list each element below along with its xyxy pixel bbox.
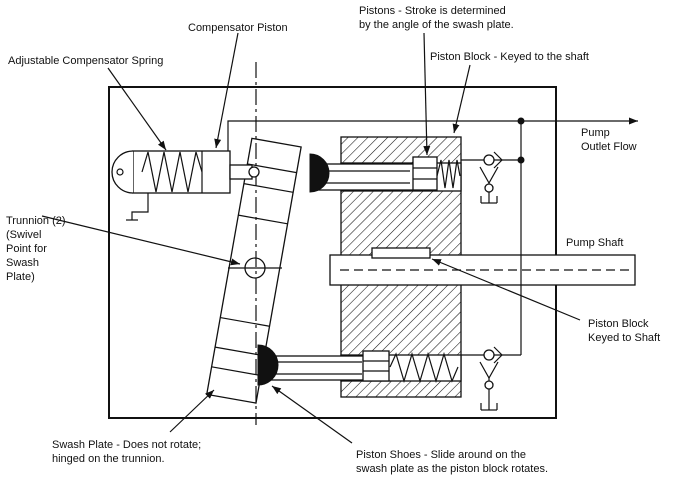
label-trunnion-line3: Point for <box>6 243 47 255</box>
leader-block-keyed <box>431 258 581 321</box>
label-trunnion-line2: (Swivel <box>6 229 41 241</box>
lower-check-valves <box>479 346 503 411</box>
leader-spring <box>107 67 167 151</box>
upper-piston-spring <box>436 159 461 189</box>
compensator <box>111 150 260 221</box>
label-pistons-line1: Pistons - Stroke is determined <box>359 5 506 17</box>
lower-piston-shoe <box>257 344 279 386</box>
pump-housing <box>108 86 557 419</box>
leader-swash-plate <box>169 389 215 433</box>
label-swash-line2: hinged on the trunnion. <box>52 453 165 465</box>
label-pump-shaft: Pump Shaft <box>566 237 623 249</box>
leader-piston-block <box>452 64 471 134</box>
leader-compensator-piston <box>214 32 239 149</box>
label-pump-outlet-line1: Pump <box>581 127 610 139</box>
label-block-keyed-line1: Piston Block <box>588 318 649 330</box>
shaft-key <box>371 247 431 259</box>
label-piston-block: Piston Block - Keyed to the shaft <box>430 51 589 63</box>
lower-piston <box>267 350 459 384</box>
label-pump-outlet-line2: Outlet Flow <box>581 141 637 153</box>
label-trunnion-line5: Plate) <box>6 271 35 283</box>
compensator-drain <box>131 193 149 220</box>
label-spring: Adjustable Compensator Spring <box>8 55 163 67</box>
label-trunnion-line1: Trunnion (2) <box>6 215 66 227</box>
leader-piston-shoes <box>271 385 353 444</box>
label-compensator-piston: Compensator Piston <box>188 22 288 34</box>
label-shoes-line1: Piston Shoes - Slide around on the <box>356 449 526 461</box>
trunnion <box>228 257 282 279</box>
label-block-keyed-line2: Keyed to Shaft <box>588 332 660 344</box>
leader-pistons <box>423 32 431 156</box>
lower-piston-spring <box>389 351 459 384</box>
leader-trunnion <box>41 215 241 266</box>
upper-check-valves <box>479 151 503 204</box>
label-shoes-line2: swash plate as the piston block rotates. <box>356 463 548 475</box>
upper-piston-shoe <box>309 153 330 193</box>
label-pistons-line2: by the angle of the swash plate. <box>359 19 514 31</box>
label-swash-line1: Swash Plate - Does not rotate; <box>52 439 201 451</box>
compensator-spring <box>141 151 203 193</box>
label-trunnion-line4: Swash <box>6 257 39 269</box>
